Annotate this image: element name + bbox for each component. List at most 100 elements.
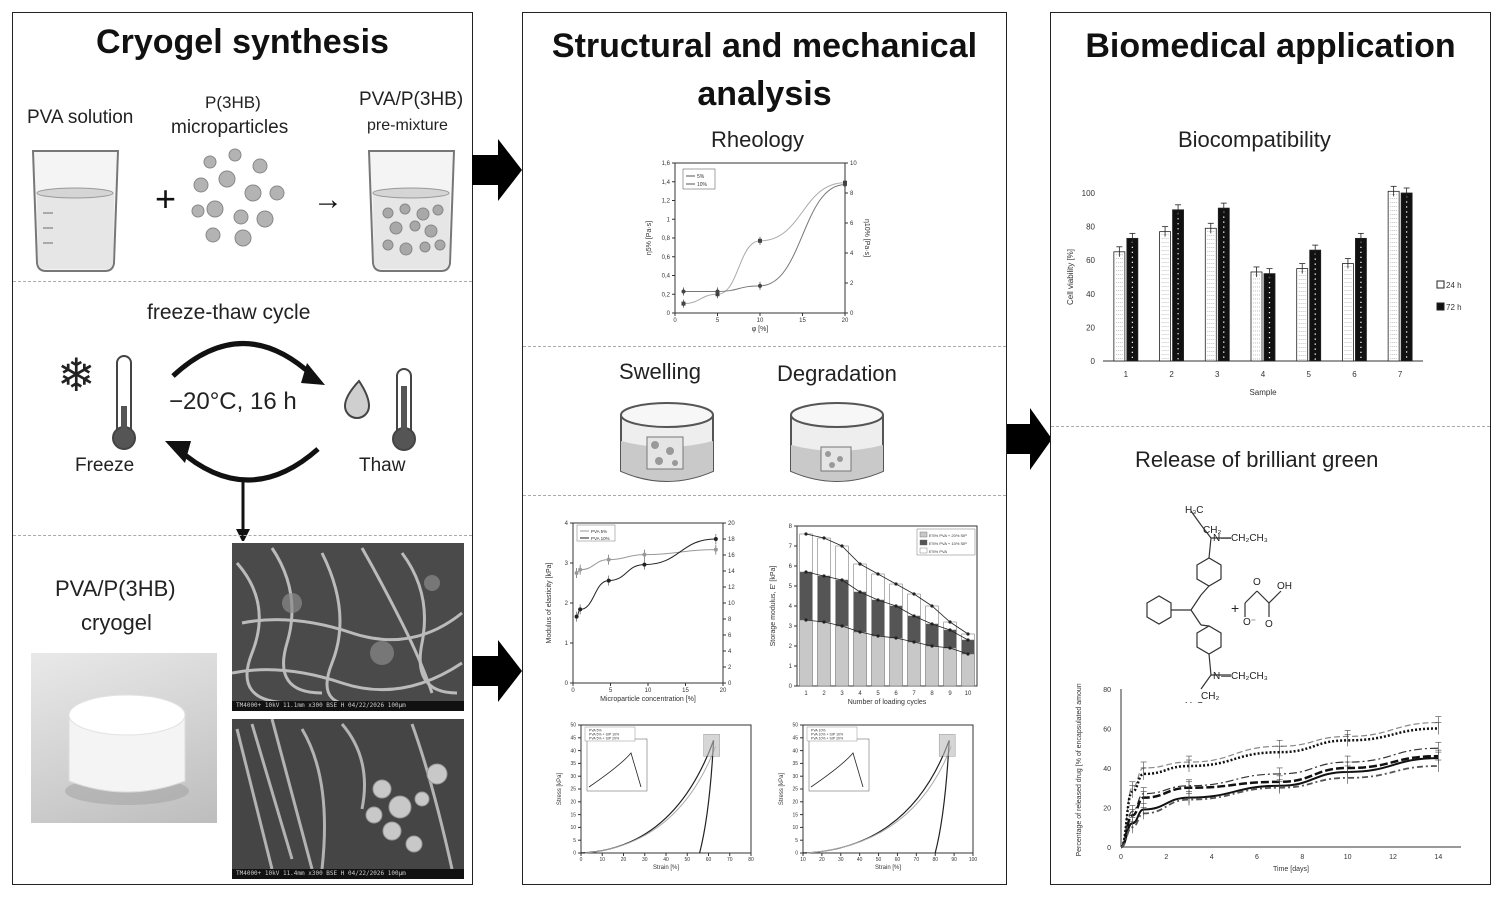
bar-pattern — [1405, 326, 1408, 328]
data-point — [578, 567, 583, 572]
bar-pattern — [1177, 343, 1179, 345]
data-point — [894, 604, 898, 608]
x-tick-label: 100 — [969, 857, 978, 863]
panel-title-line2: analysis — [697, 75, 832, 113]
bar-pattern — [1223, 266, 1225, 268]
bar-pattern — [1177, 288, 1179, 290]
bar-pattern — [1360, 296, 1362, 299]
bar-pattern — [1131, 341, 1134, 344]
bar-pattern — [1223, 301, 1225, 303]
x-tick-label: 40 — [663, 857, 669, 863]
bar-pattern — [1360, 286, 1362, 289]
x-tick-label: 10 — [800, 857, 806, 863]
swelling-dish-icon — [620, 402, 714, 482]
freeze-label: Freeze — [75, 455, 135, 476]
bar-pattern — [1405, 286, 1408, 288]
x-tick-label: 2 — [1169, 370, 1174, 379]
legend-label: PVA 5% + SIP 20% — [589, 737, 619, 741]
panel-biomedical-application: Biomedical application Biocompatibility … — [1050, 12, 1491, 885]
bar — [943, 647, 957, 687]
bar-pattern — [1405, 246, 1408, 248]
bar-pattern — [1131, 326, 1134, 329]
cycle-arrow-bottom — [176, 447, 320, 483]
x-tick-label: 12 — [1389, 854, 1397, 861]
y-axis-label: Stress [kPa] — [779, 772, 785, 805]
y-axis-label: Modulus of elasticity [kPa] — [546, 562, 553, 643]
x-tick-label: 5 — [876, 691, 880, 697]
zoom-box — [938, 734, 956, 757]
x-tick-label: 80 — [932, 857, 938, 863]
bar-pattern — [1131, 291, 1134, 294]
y-tick-label: 0 — [789, 684, 793, 690]
bar-pattern — [1268, 346, 1271, 349]
data-point — [804, 532, 808, 536]
bar-pattern — [1268, 291, 1271, 294]
legend-box — [806, 726, 858, 742]
bar-pattern — [1223, 251, 1225, 253]
y-tick-label: 20 — [792, 799, 798, 805]
y-axis-label: Stress [kPa] — [557, 772, 563, 805]
y2-tick-label: 2 — [728, 665, 732, 671]
bar-pattern — [1268, 331, 1271, 334]
y-tick-label: 50 — [792, 723, 798, 729]
bar-pattern — [1314, 293, 1316, 295]
data-point — [948, 628, 952, 632]
bar-pattern — [1405, 211, 1408, 213]
x-tick-label: 10 — [645, 688, 652, 694]
series-line — [1120, 747, 1439, 848]
bar-pattern — [1360, 251, 1362, 254]
divider — [13, 535, 472, 536]
bar-pattern — [1268, 336, 1271, 339]
x-tick-label: 20 — [720, 688, 727, 694]
x-tick-label: 6 — [1255, 854, 1259, 861]
bar-pattern — [1177, 308, 1179, 310]
cycle-arrow-top — [171, 341, 315, 378]
x-tick-label: 70 — [727, 857, 733, 863]
data-point — [715, 289, 720, 294]
legend-label: PVA 5% — [589, 729, 602, 733]
legend-label: PVA 10% — [591, 536, 610, 541]
bar-pattern — [1177, 328, 1179, 330]
y-tick-label: 3 — [789, 624, 793, 630]
x-tick-label: 4 — [1210, 854, 1214, 861]
x-tick-label: 3 — [840, 691, 844, 697]
bar-pattern — [1405, 296, 1408, 298]
data-point — [966, 652, 970, 656]
x-tick-label: 80 — [748, 857, 754, 863]
bar-pattern — [1268, 306, 1271, 309]
bar-pattern — [1177, 298, 1179, 300]
bar-pattern — [1405, 226, 1408, 228]
bar-pattern — [1405, 201, 1408, 203]
bar-pattern — [1177, 318, 1179, 320]
data-point — [822, 574, 826, 578]
data-point — [912, 640, 916, 644]
bar-pattern — [1268, 281, 1271, 284]
inset-plot — [586, 738, 648, 792]
y-tick-label: 50 — [570, 723, 576, 729]
data-point — [876, 598, 880, 602]
legend-box — [576, 524, 616, 542]
bar-pattern — [1314, 328, 1316, 330]
svg-text:OH: OH — [1277, 581, 1292, 592]
data-point — [606, 557, 611, 562]
bar-pattern — [1177, 338, 1179, 340]
y2-tick-label: 2 — [850, 281, 854, 287]
svg-text:CH₂: CH₂ — [1201, 691, 1219, 702]
bar-pattern — [1360, 336, 1362, 339]
x-tick-label: 60 — [895, 857, 901, 863]
bar-pattern — [1131, 346, 1134, 349]
x-tick-label: 10 — [965, 691, 972, 697]
y2-tick-label: 0 — [850, 311, 854, 317]
bar — [1217, 207, 1230, 362]
bar-pattern — [1360, 341, 1362, 344]
bar-pattern — [1360, 276, 1362, 279]
bar-pattern — [1131, 286, 1134, 289]
bar — [925, 645, 939, 687]
degradation-dish-icon — [790, 402, 884, 482]
y2-axis-label: η10% [Pa·s] — [863, 219, 870, 257]
inset-curve — [810, 752, 864, 788]
bar-pattern — [1177, 293, 1179, 295]
cryogel-photo — [31, 653, 217, 823]
data-point — [578, 607, 583, 612]
